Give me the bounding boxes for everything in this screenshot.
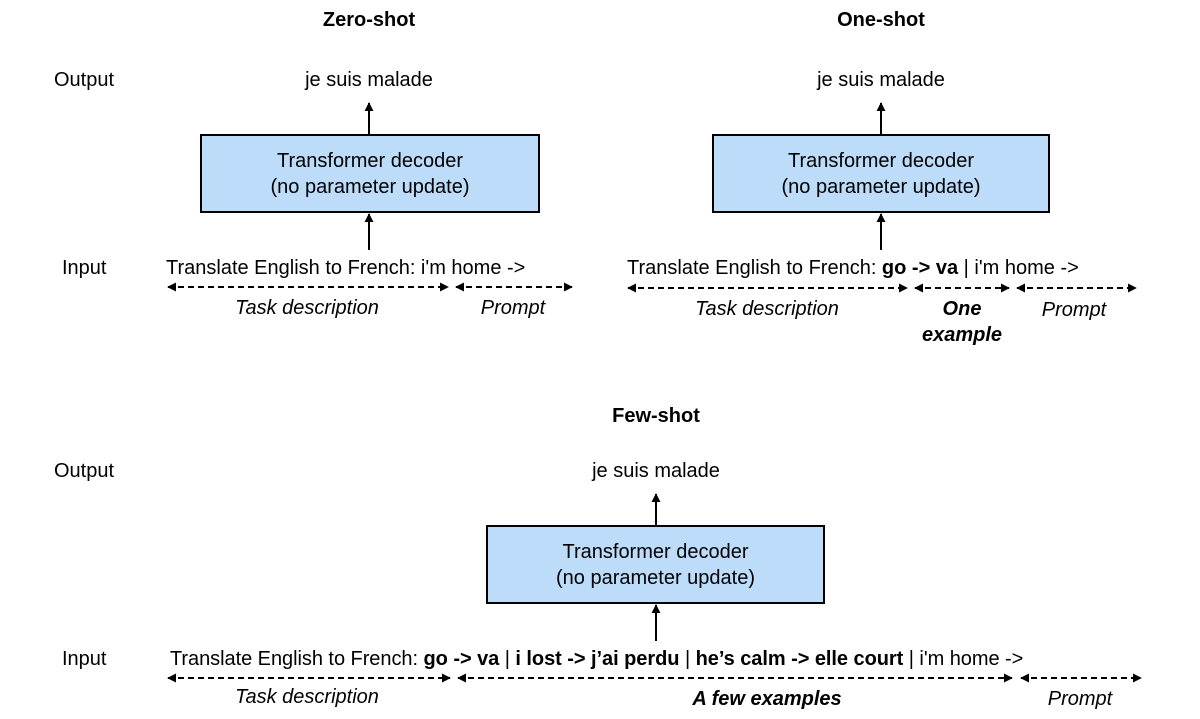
example-3-text: he’s calm -> elle court [695, 648, 904, 670]
input-row-label: Input [62, 257, 107, 279]
few-shot-examples-label: A few examples [692, 688, 842, 710]
zero-shot-output-text: je suis malade [305, 69, 433, 91]
zero-shot-input-text: Translate English to French: i'm home -> [166, 256, 525, 280]
zero-shot-decoder-box: Transformer decoder (no parameter update… [200, 134, 540, 213]
decoder-box-line1: Transformer decoder [562, 540, 749, 563]
task-text: Translate English to French: [170, 648, 418, 670]
one-shot-title: One-shot [837, 9, 925, 31]
example-2-text: i lost -> j’ai perdu [515, 648, 680, 670]
one-shot-input-text: Translate English to French: go -> va | … [627, 256, 1079, 280]
few-shot-output-text: je suis malade [592, 460, 720, 482]
few-shot-decoder-box: Transformer decoder (no parameter update… [486, 525, 825, 604]
prompt-text: i'm home -> [919, 648, 1024, 670]
one-shot-prompt-label: Prompt [1041, 299, 1107, 321]
output-row-label: Output [54, 460, 115, 482]
decoder-box-line2: (no parameter update) [270, 175, 470, 198]
separator: | [499, 648, 516, 670]
task-text: Translate English to French: [627, 257, 877, 279]
separator: | [679, 648, 696, 670]
zero-shot-title: Zero-shot [322, 9, 416, 31]
one-shot-example-label-line2: example [921, 324, 1003, 346]
decoder-box-line1: Transformer decoder [277, 149, 463, 172]
one-shot-task-description-label: Task description [695, 298, 839, 320]
decoder-box-line2: (no parameter update) [555, 566, 755, 589]
one-shot-decoder-box: Transformer decoder (no parameter update… [712, 134, 1050, 213]
few-shot-task-description-label: Task description [235, 686, 379, 708]
few-shot-title: Few-shot [612, 405, 700, 427]
input-row-label: Input [62, 648, 107, 670]
separator: | [958, 257, 975, 279]
example-text: go -> va [876, 257, 959, 279]
decoder-box-line2: (no parameter update) [781, 175, 981, 198]
example-1-text: go -> va [417, 648, 500, 670]
few-shot-prompt-label: Prompt [1047, 688, 1113, 710]
one-shot-output-text: je suis malade [817, 69, 945, 91]
few-shot-input-text: Translate English to French: go -> va | … [170, 647, 1023, 671]
prompt-text: i'm home -> [974, 257, 1079, 279]
zero-shot-task-description-label: Task description [235, 297, 379, 319]
decoder-box-line1: Transformer decoder [788, 149, 974, 172]
output-row-label: Output [54, 69, 115, 91]
task-text: Translate English to French: [166, 257, 416, 279]
one-shot-example-label-line1: One [942, 298, 982, 320]
prompt-text: i'm home -> [415, 257, 526, 279]
separator: | [903, 648, 920, 670]
zero-shot-prompt-label: Prompt [480, 297, 546, 319]
